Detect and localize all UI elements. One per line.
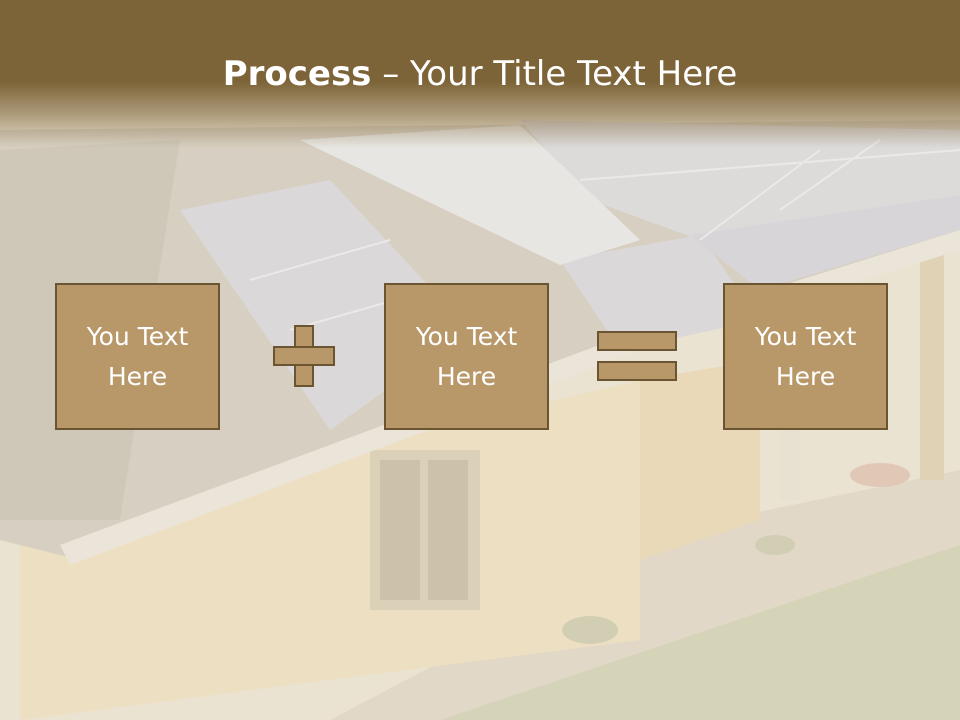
title-bold-text: Process xyxy=(222,54,372,94)
title-rest-text: – Your Title Text Here xyxy=(371,54,738,94)
process-box-1[interactable]: You Text Here xyxy=(55,283,220,430)
process-box-2[interactable]: You Text Here xyxy=(384,283,549,430)
plus-icon xyxy=(273,325,335,387)
equals-icon xyxy=(597,331,677,383)
title-bar xyxy=(0,0,960,148)
slide-title: Process – Your Title Text Here xyxy=(0,52,960,96)
process-box-3[interactable]: You Text Here xyxy=(723,283,888,430)
